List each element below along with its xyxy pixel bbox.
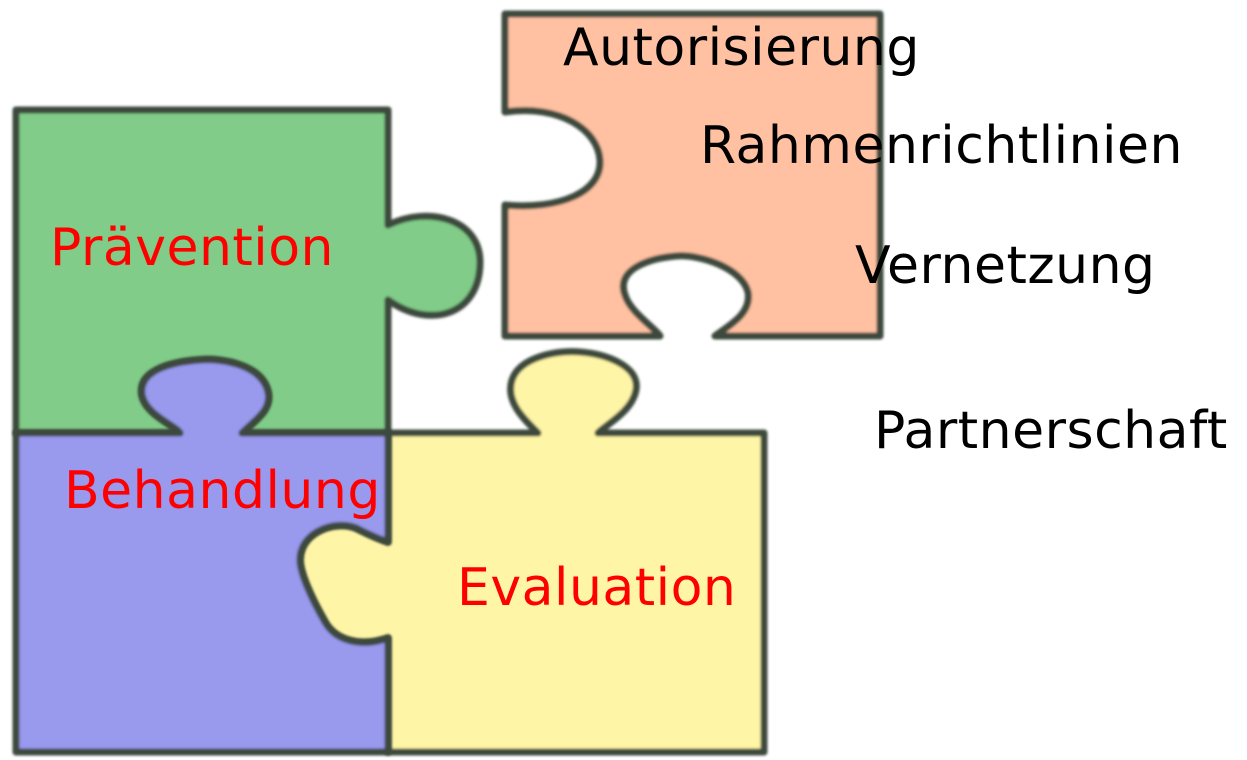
label-vernetzung: Vernetzung [855,236,1156,296]
puzzle-piece-blue [12,356,392,756]
label-behandlung: Behandlung [64,461,381,521]
label-evaluation: Evaluation [457,558,737,618]
label-partnerschaft: Partnerschaft [874,401,1228,461]
label-praevention: Prävention [50,218,335,278]
puzzle-piece-orange [501,10,884,340]
label-rahmenrichtlinien: Rahmenrichtlinien [700,116,1183,176]
label-autorisierung: Autorisierung [563,18,920,78]
